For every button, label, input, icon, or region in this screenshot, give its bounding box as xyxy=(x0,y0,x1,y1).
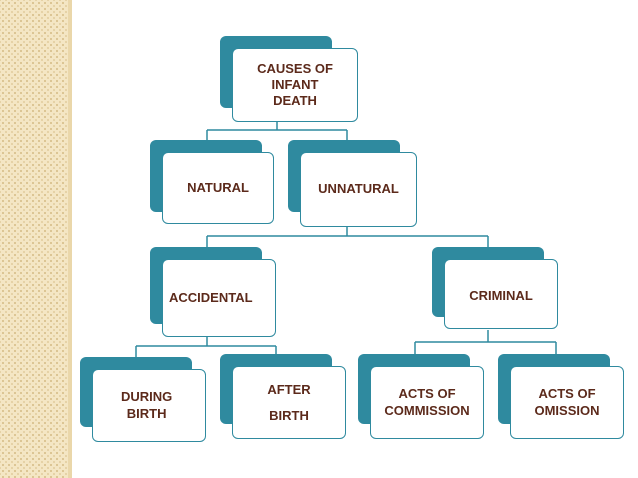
node-during-birth: DURING BIRTH xyxy=(80,357,206,442)
decorative-side-strip xyxy=(0,0,68,478)
node-criminal: CRIMINAL xyxy=(432,247,558,329)
node-accidental: ACCIDENTAL xyxy=(150,247,276,337)
node-acts-of-omission-label: ACTS OF OMISSION xyxy=(510,366,624,439)
node-acts-of-commission: ACTS OF COMMISSION xyxy=(358,354,484,439)
node-natural: NATURAL xyxy=(150,140,274,224)
node-unnatural-label: UNNATURAL xyxy=(300,152,417,227)
decorative-side-line xyxy=(68,0,72,478)
node-criminal-label: CRIMINAL xyxy=(444,259,558,329)
node-during-birth-label: DURING BIRTH xyxy=(92,369,206,442)
node-after-birth-label: AFTER BIRTH xyxy=(232,366,346,439)
node-natural-label: NATURAL xyxy=(162,152,274,224)
node-after-birth: AFTER BIRTH xyxy=(220,354,346,439)
node-causes-of-infant-death: CAUSES OF INFANT DEATH xyxy=(220,36,358,122)
node-acts-of-commission-label: ACTS OF COMMISSION xyxy=(370,366,484,439)
node-accidental-label: ACCIDENTAL xyxy=(162,259,276,337)
node-acts-of-omission: ACTS OF OMISSION xyxy=(498,354,624,439)
node-causes-of-infant-death-label: CAUSES OF INFANT DEATH xyxy=(232,48,358,122)
node-unnatural: UNNATURAL xyxy=(288,140,417,227)
